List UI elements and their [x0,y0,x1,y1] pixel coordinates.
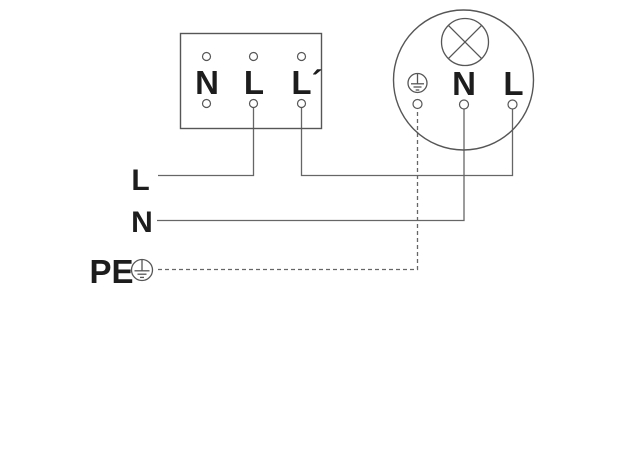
lamp-icon-circle [440,17,490,67]
terminal-label-n: N [195,64,219,101]
terminal-label-l-switched: L´ [291,64,322,101]
wire-n-path [157,109,465,222]
wire-l-switched [300,108,514,177]
wire-pe [158,108,419,271]
terminal-label-l: L [244,64,264,101]
device-outline [392,9,535,151]
lamp-device: N L [392,9,535,151]
wire-pe-path [158,108,419,271]
terminal-block-outline [179,32,323,130]
device-label-n: N [452,65,476,102]
wire-l [158,108,255,177]
protective-earth-icon [130,258,154,282]
screw-terminal [248,98,259,109]
lamp-icon [440,17,490,67]
wire-l-path [158,108,255,177]
lamp-icon-cross-line [447,24,483,60]
device-label-l: L [503,65,523,102]
screw-terminal [201,98,212,109]
supply-label-pe: PE [89,253,133,290]
screw-terminal [201,51,212,62]
screw-terminal [296,98,307,109]
supply-label-n: N [131,206,153,239]
wire-n [157,109,465,222]
screw-terminal [412,98,423,110]
protective-earth-icon [407,72,428,94]
screw-terminal [296,51,307,62]
terminal-block: N L L´ [179,32,323,130]
screw-terminal [507,99,518,110]
screw-terminal [458,99,470,110]
supply-label-l: L [131,164,149,197]
wire-l-switched-path [300,108,514,177]
screw-terminal [248,51,259,62]
